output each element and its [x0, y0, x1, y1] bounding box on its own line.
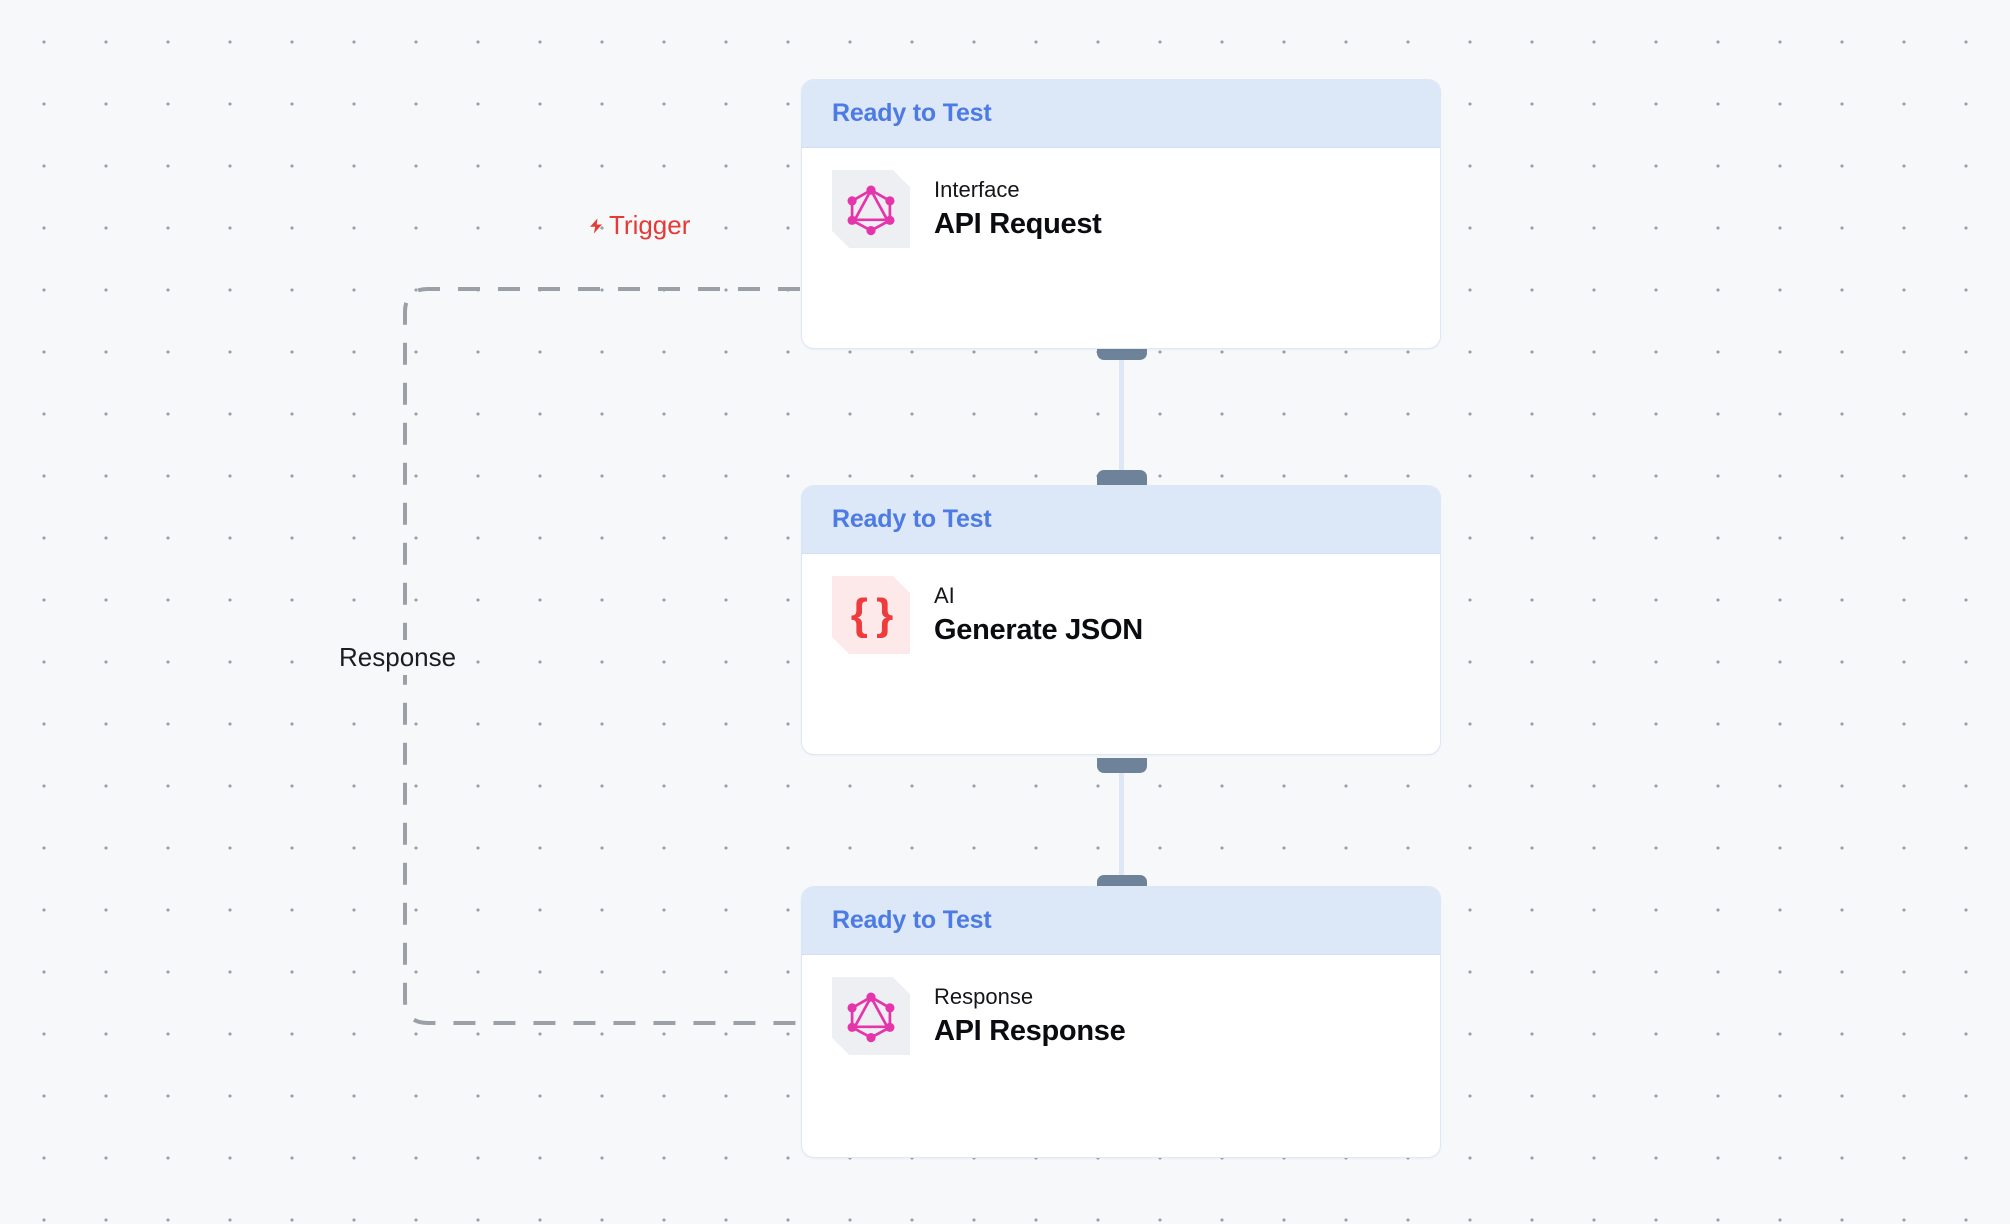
- workflow-node-api-request[interactable]: Ready to Test: [801, 79, 1441, 349]
- node-body: { } AI Generate JSON: [802, 554, 1440, 654]
- node-body: Response API Response: [802, 955, 1440, 1055]
- graphql-icon: [832, 170, 910, 248]
- node-body: Interface API Request: [802, 148, 1440, 248]
- node-handle-target-2[interactable]: [1097, 470, 1147, 485]
- status-badge: Ready to Test: [832, 99, 992, 127]
- node-header: Ready to Test: [802, 887, 1440, 955]
- node-title: API Response: [934, 1014, 1126, 1047]
- node-title: API Request: [934, 207, 1102, 240]
- status-badge: Ready to Test: [832, 505, 992, 533]
- node-kind-label: AI: [934, 582, 955, 608]
- workflow-node-generate-json[interactable]: Ready to Test { } AI Generate JSON: [801, 485, 1441, 755]
- node-text: Response API Response: [934, 983, 1126, 1049]
- node-text: AI Generate JSON: [934, 583, 1143, 648]
- curly-braces-icon: { }: [832, 576, 910, 654]
- edge-label-trigger-text: Trigger: [609, 210, 691, 240]
- edge-label-response-text: Response: [339, 642, 457, 672]
- edge-label-trigger[interactable]: Trigger: [585, 210, 690, 241]
- graphql-icon: [832, 977, 910, 1055]
- node-header: Ready to Test: [802, 80, 1440, 148]
- connector-line-2: [1119, 764, 1124, 898]
- workflow-node-api-response[interactable]: Ready to Test: [801, 886, 1441, 1158]
- node-text: Interface API Request: [934, 177, 1102, 242]
- node-kind-label: Response: [934, 983, 1034, 1009]
- lightning-bolt-icon: [585, 213, 607, 239]
- node-title: Generate JSON: [934, 613, 1143, 646]
- curly-braces-glyph: { }: [850, 590, 894, 639]
- node-kind-label: Interface: [934, 176, 1020, 202]
- feedback-dashed-path: [403, 287, 800, 1025]
- node-handle-source-2[interactable]: [1097, 758, 1147, 773]
- edge-label-response[interactable]: Response: [333, 640, 463, 675]
- node-header: Ready to Test: [802, 486, 1440, 554]
- connector-line-1: [1119, 350, 1124, 484]
- status-badge: Ready to Test: [832, 906, 992, 934]
